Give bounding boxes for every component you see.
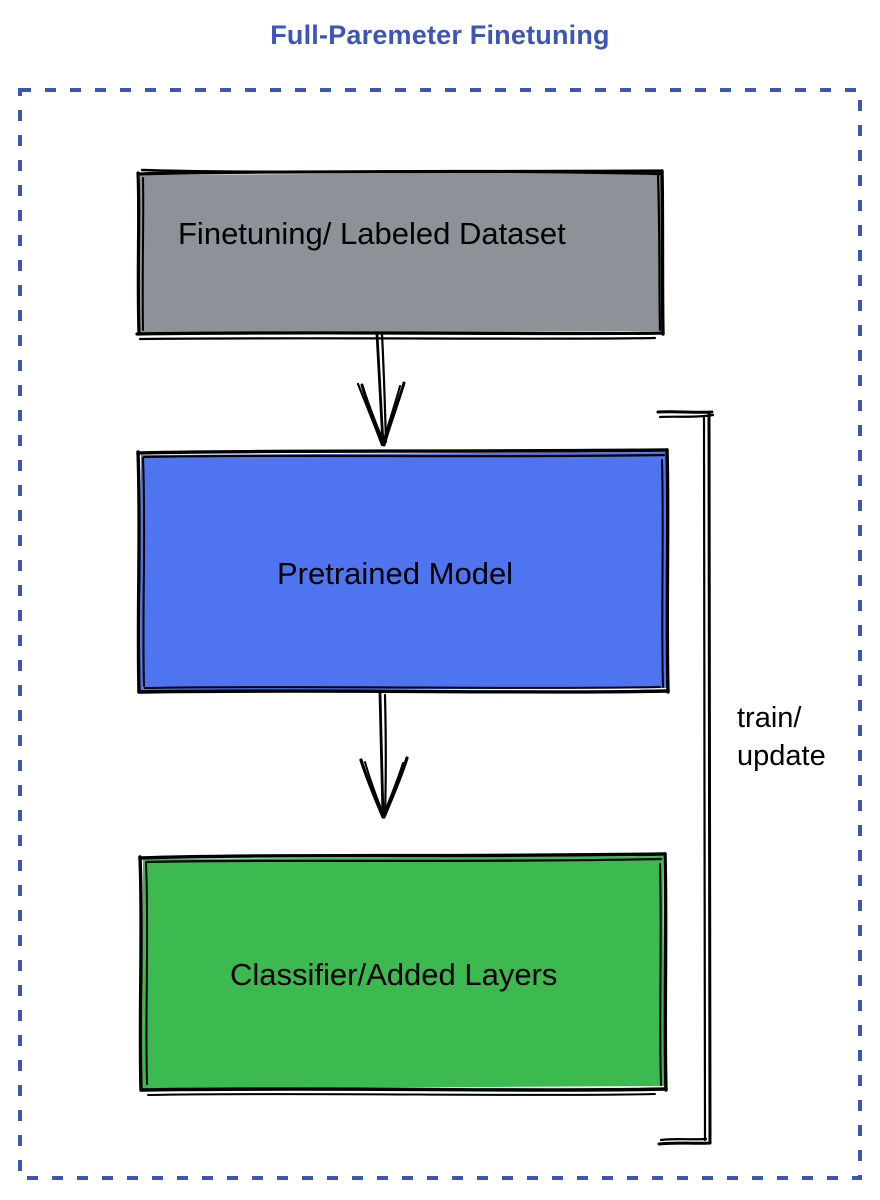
arrow1-head-left2 xyxy=(356,382,384,447)
arrow2-head-right2 xyxy=(382,762,404,817)
bracket-vertical-b xyxy=(702,416,707,1142)
classifier-box-fill xyxy=(142,856,665,1089)
classifier-box-stroke-5 xyxy=(139,1087,668,1092)
pretrained-box-stroke-1 xyxy=(136,448,669,455)
arrow2-head-left2 xyxy=(364,761,385,817)
classifier-box-label: Classifier/Added Layers xyxy=(230,957,558,992)
classifier-box-stroke-3 xyxy=(663,852,668,1092)
pretrained-box-stroke-4 xyxy=(661,459,664,688)
classifier-box-stroke-1 xyxy=(138,852,667,860)
pretrained-box-fill xyxy=(140,452,668,691)
arrow2-head-right xyxy=(382,756,409,819)
classifier-box-stroke-8 xyxy=(145,862,149,1085)
feedback-bracket xyxy=(656,410,715,1146)
arrow2-head-left xyxy=(359,758,385,819)
pretrained-box-stroke-7 xyxy=(136,450,141,694)
train-update-label: train/ update xyxy=(737,702,826,772)
pretrained-box-stroke-8 xyxy=(142,457,146,687)
dataset-box-stroke-2 xyxy=(140,168,662,176)
dataset-box-label: Finetuning/ Labeled Dataset xyxy=(178,216,566,251)
bracket-bottom-arm-b xyxy=(659,1137,708,1142)
dataset-box-stroke-5 xyxy=(135,331,665,336)
pretrained-box-stroke-5 xyxy=(137,689,670,694)
arrow-dataset-to-pretrained xyxy=(356,332,406,447)
classifier-box-stroke-4 xyxy=(659,863,662,1086)
arrow2-shaft-b xyxy=(383,693,387,816)
bracket-vertical-a xyxy=(707,411,712,1145)
pretrained-box-label: Pretrained Model xyxy=(277,556,514,591)
arrow1-shaft-a xyxy=(375,332,385,446)
dataset-box-stroke-8 xyxy=(141,177,145,331)
node-dataset[interactable] xyxy=(135,168,665,341)
node-classifier[interactable] xyxy=(138,852,668,1096)
bracket-top-arm-b xyxy=(658,413,715,419)
arrow2-shaft-a xyxy=(378,691,385,818)
node-pretrained[interactable] xyxy=(136,448,670,694)
dashed-frame xyxy=(18,88,862,1180)
arrow-pretrained-to-classifier xyxy=(359,691,409,819)
classifier-box-stroke-7 xyxy=(138,855,143,1092)
dataset-box-stroke-3 xyxy=(660,169,665,336)
bracket-top-arm-a xyxy=(656,410,714,414)
arrow1-head-right2 xyxy=(382,385,401,444)
pretrained-box-stroke-2 xyxy=(142,453,666,459)
arrow1-head-right xyxy=(382,381,406,447)
pretrained-box-stroke-6 xyxy=(144,686,661,689)
dataset-box-stroke-4 xyxy=(656,174,662,332)
dataset-box-stroke-7 xyxy=(136,171,141,336)
page-title: Full-Paremeter Finetuning xyxy=(270,20,610,50)
classifier-box-stroke-2 xyxy=(144,857,663,864)
bracket-bottom-arm-a xyxy=(657,1141,712,1146)
arrow1-head-left xyxy=(360,383,386,446)
dataset-box-stroke-6 xyxy=(138,336,657,341)
pretrained-box-stroke-3 xyxy=(665,448,670,694)
classifier-box-stroke-6 xyxy=(147,1093,656,1096)
dataset-box-fill xyxy=(139,172,663,333)
